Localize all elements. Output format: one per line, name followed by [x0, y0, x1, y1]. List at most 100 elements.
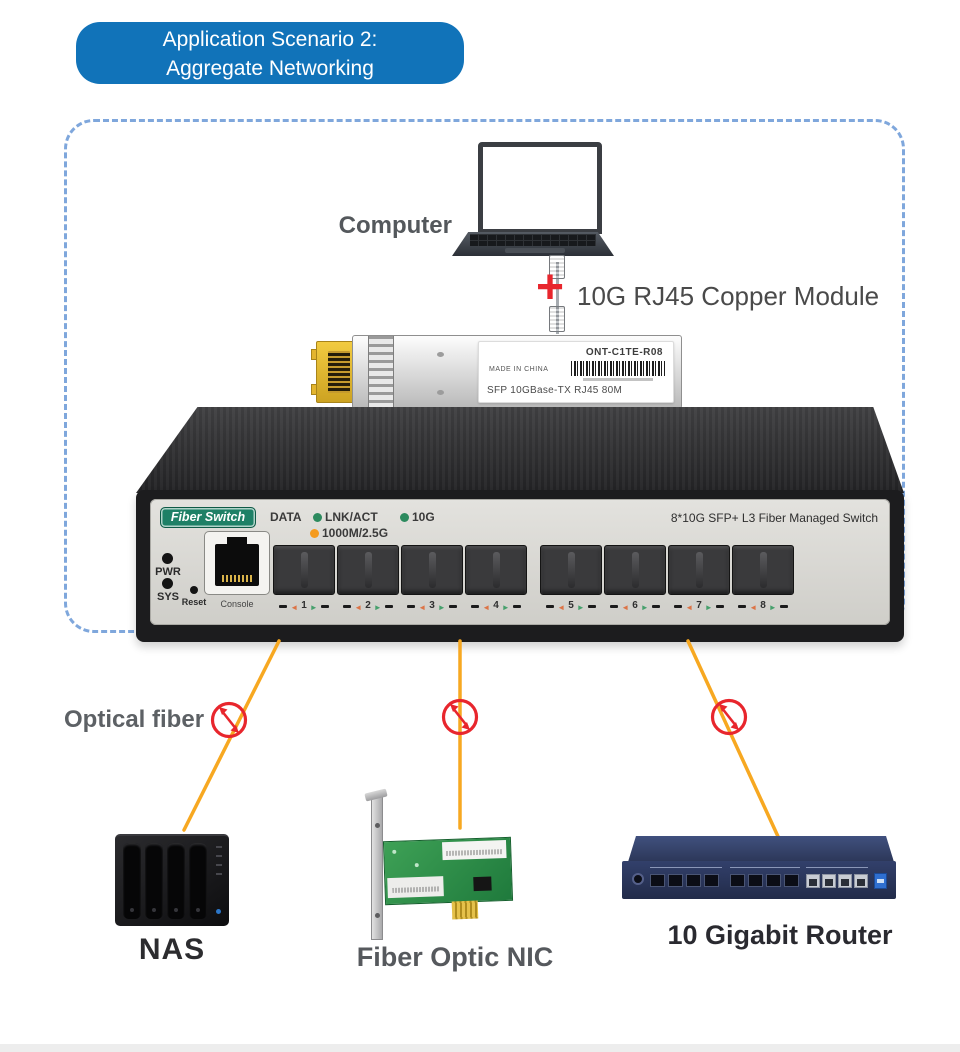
sfp-rj45-pins	[328, 351, 350, 393]
port-dash-icon	[779, 604, 788, 608]
sfp-cage	[732, 545, 794, 595]
port-dash-icon	[384, 604, 393, 608]
plus-icon: +	[536, 261, 565, 314]
port-left-arrow-icon	[557, 597, 565, 615]
nas-led-strip	[215, 846, 224, 920]
sfp-port-2[interactable]: 2	[337, 545, 399, 611]
reset-button[interactable]	[190, 586, 198, 594]
lnkact-led-icon	[313, 513, 322, 522]
nic-label-sticker	[387, 876, 444, 899]
console-port[interactable]	[204, 531, 270, 595]
sfp-port-group-1: 1 2 3 4	[273, 545, 527, 611]
router-rj45-port	[854, 874, 868, 888]
router-top-surface	[628, 836, 894, 862]
sfp-cage	[465, 545, 527, 595]
port-right-arrow-icon	[310, 597, 318, 615]
router-sfp-port	[784, 874, 799, 887]
scenario-title-badge: Application Scenario 2: Aggregate Networ…	[76, 22, 464, 84]
port-left-arrow-icon	[354, 597, 362, 615]
router-port-group-line	[650, 867, 722, 868]
router-label: 10 Gigabit Router	[667, 920, 893, 950]
port-dash-icon	[407, 604, 416, 608]
port-dash-icon	[448, 604, 457, 608]
nas-led	[216, 873, 222, 875]
port-dash-icon	[343, 604, 352, 608]
router-port-group-line	[806, 867, 868, 868]
switch-front-panel: Fiber Switch DATA LNK/ACT 10G 1000M/2.5G…	[150, 499, 890, 625]
port-left-arrow-icon	[621, 597, 629, 615]
sfp-port-6[interactable]: 6	[604, 545, 666, 611]
sfp-cage	[401, 545, 463, 595]
10g-label: 10G	[412, 510, 435, 524]
speed-label: 1000M/2.5G	[322, 526, 389, 540]
router-power-jack	[632, 873, 644, 885]
port-right-arrow-icon	[502, 597, 510, 615]
optical-fiber-label: Optical fiber	[64, 706, 205, 733]
nic-label: Fiber Optic NIC	[356, 942, 554, 972]
router-sfp-port	[730, 874, 745, 887]
prohibit-icon-2	[441, 698, 479, 736]
port-right-arrow-icon	[577, 597, 585, 615]
fiber-line-nas	[182, 639, 281, 832]
router-sfp-port	[704, 874, 719, 887]
router-rj45-port	[806, 874, 820, 888]
10g-led-icon	[400, 513, 409, 522]
sfp-cage	[337, 545, 399, 595]
router-sfp-port	[686, 874, 701, 887]
console-port-jack	[215, 537, 259, 586]
port-right-arrow-icon	[641, 597, 649, 615]
nas-bay	[145, 843, 163, 919]
nas-led	[216, 864, 222, 866]
fiber-line-router	[686, 639, 783, 845]
port-dash-icon	[279, 604, 288, 608]
nic-bracket-hole	[375, 823, 380, 828]
nas-device	[115, 834, 229, 926]
reset-label: Reset	[181, 597, 207, 607]
sfp-port-3[interactable]: 3	[401, 545, 463, 611]
console-label: Console	[220, 599, 254, 609]
sfp-port-group-2: 5 6 7 8	[540, 545, 794, 611]
prohibit-icon-1	[210, 701, 248, 739]
port-dash-icon	[674, 604, 683, 608]
port-right-arrow-icon	[374, 597, 382, 615]
pwr-label: PWR	[155, 566, 181, 578]
nic-pcie-connector	[451, 900, 479, 920]
scenario-title-line1: Application Scenario 2:	[162, 28, 378, 51]
nic-bracket-hole	[375, 913, 380, 918]
port-dash-icon	[546, 604, 555, 608]
port-left-arrow-icon	[482, 597, 490, 615]
sfp-model-text: ONT-C1TE-R08	[585, 347, 663, 358]
port-left-arrow-icon	[749, 597, 757, 615]
barcode-serial	[583, 378, 653, 381]
port-dash-icon	[715, 604, 724, 608]
data-led-label: DATA	[270, 510, 302, 524]
nic-screw	[414, 863, 419, 868]
sys-led-icon	[162, 578, 173, 589]
port-dash-icon	[587, 604, 596, 608]
nas-power-led	[216, 909, 221, 914]
sfp-module-rail	[368, 336, 394, 408]
sfp-port-7[interactable]: 7	[668, 545, 730, 611]
router-sfp-port	[668, 874, 683, 887]
router-port-group-line	[730, 867, 800, 868]
nic-pcb	[382, 836, 514, 906]
nas-bay	[123, 843, 141, 919]
nas-label: NAS	[138, 933, 206, 966]
sfp-port-1[interactable]: 1	[273, 545, 335, 611]
sfp-cage	[273, 545, 335, 595]
port-number: 1	[301, 600, 307, 611]
port-left-arrow-icon	[418, 597, 426, 615]
scenario-title-line2: Aggregate Networking	[166, 57, 374, 80]
nas-bay	[167, 843, 185, 919]
lnkact-label: LNK/ACT	[325, 510, 378, 524]
page-bottom-divider	[0, 1044, 960, 1052]
port-dash-icon	[738, 604, 747, 608]
rj45-connector-top	[549, 255, 565, 279]
sfp-port-4[interactable]: 4	[465, 545, 527, 611]
sfp-port-8[interactable]: 8	[732, 545, 794, 611]
sys-label: SYS	[156, 591, 179, 603]
sfp-port-5[interactable]: 5	[540, 545, 602, 611]
sfp-screw	[437, 390, 444, 395]
switch-brand-badge: Fiber Switch	[160, 507, 256, 528]
